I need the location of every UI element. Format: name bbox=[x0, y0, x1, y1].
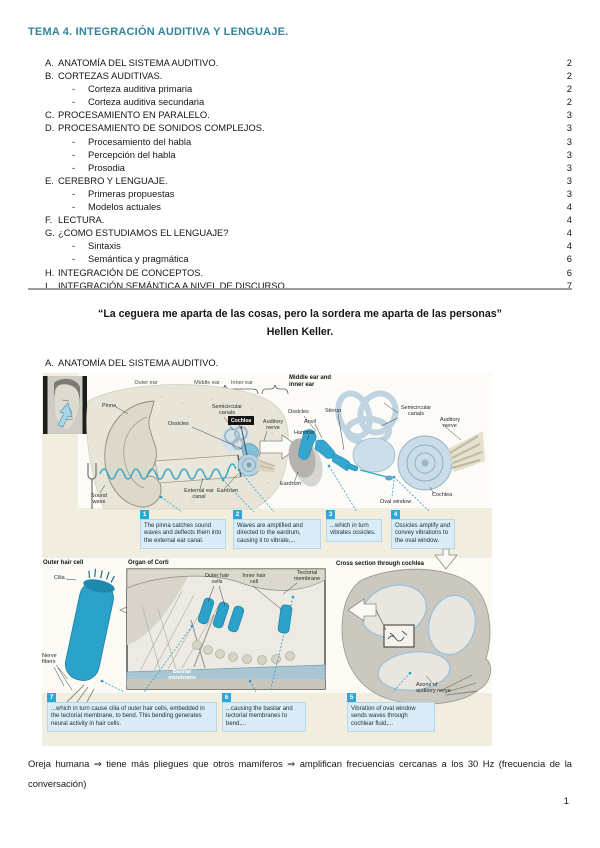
cochlea-tag-label: Cochlea bbox=[228, 416, 254, 425]
hair-cells-shapes bbox=[197, 597, 293, 634]
zoom-arrow-down bbox=[434, 548, 458, 570]
oval-window-label: Oval window bbox=[380, 499, 412, 505]
toc-item: G.¿COMO ESTUDIAMOS EL LENGUAJE?4 bbox=[45, 227, 572, 239]
nerve-fibers-label: Nerve fibers bbox=[42, 653, 57, 666]
toc-item: E.CEREBRO Y LENGUAJE.3 bbox=[45, 174, 572, 186]
inset-anvil-label: Anvil bbox=[304, 419, 316, 425]
step-number-badge: 2 bbox=[233, 510, 242, 519]
cochlea-cross-section bbox=[341, 548, 492, 705]
figure-step-1: 1 The pinna catches sound waves and defl… bbox=[140, 510, 226, 550]
step-number-badge: 4 bbox=[391, 510, 400, 519]
outer-hair-cells-label: Outer hair cells bbox=[204, 573, 230, 586]
cilia-label: Cilia bbox=[54, 575, 65, 581]
figure-step-3: 3 ...which in turn vibrates ossicles. bbox=[326, 510, 382, 542]
toc-item: H.INTEGRACIÓN DE CONCEPTOS.6 bbox=[45, 266, 572, 278]
tectorial-membrane-label: Tectorial membrane bbox=[293, 570, 321, 583]
auditory-nerve-label: Auditory nerve bbox=[262, 419, 284, 432]
ossicles-inset-shape bbox=[298, 429, 359, 472]
step-leader-lines-bottom bbox=[101, 596, 411, 693]
organ-of-corti-panel bbox=[126, 568, 326, 690]
table-of-contents: A.ANATOMÍA DEL SISTEMA AUDITIVO.2 B.CORT… bbox=[28, 57, 572, 293]
quote-block: “La ceguera me aparta de las cosas, pero… bbox=[20, 305, 580, 341]
outer-hair-cell-title: Outer hair cell bbox=[43, 560, 84, 566]
inset-middle-inner-ear bbox=[288, 390, 485, 495]
figure-step-2: 2 Waves are amplified and directed to th… bbox=[233, 510, 321, 550]
quote-text: “La ceguera me aparta de las cosas, pero… bbox=[98, 308, 502, 320]
tuning-fork-shape bbox=[87, 463, 97, 509]
page-title: TEMA 4. INTEGRACIÓN AUDITIVA Y LENGUAJE. bbox=[28, 26, 289, 38]
region-label-middle-ear: Middle ear bbox=[194, 380, 220, 386]
organ-of-corti-title: Organ of Corti bbox=[128, 560, 169, 566]
eardrum-label: Eardrum bbox=[217, 488, 239, 494]
axons-label: Axons of auditory nerve bbox=[416, 682, 451, 695]
semicircular-canals-label: Semicircular canals bbox=[211, 404, 243, 417]
toc-item: D.PROCESAMIENTO DE SONIDOS COMPLEJOS.3 bbox=[45, 122, 572, 134]
figure-step-5: 5 Vibration of oval window sends waves t… bbox=[347, 693, 435, 733]
toc-item: A.ANATOMÍA DEL SISTEMA AUDITIVO.2 bbox=[45, 57, 572, 68]
external-ear-canal-label: External ear canal bbox=[184, 488, 214, 501]
step-number-badge: 5 bbox=[347, 693, 356, 702]
tectorial-membrane-shape bbox=[126, 568, 326, 591]
quote-author: Hellen Keller. bbox=[266, 326, 334, 338]
toc-item: C.PROCESAMIENTO EN PARALELO.3 bbox=[45, 109, 572, 121]
cross-section-title: Cross section through cochlea bbox=[336, 561, 425, 567]
inset-stirrup-label: Stirrup bbox=[325, 408, 342, 414]
inset-title: Middle ear and inner ear bbox=[289, 375, 332, 388]
ossicles-label: Ossicles bbox=[168, 421, 189, 427]
figure-step-6: 6 ...causing the basilar and tectorial m… bbox=[222, 693, 306, 733]
toc-item: I.INTEGRACIÓN SEMÁNTICA A NIVEL DE DISCU… bbox=[45, 279, 572, 291]
inset-semicircular-label: Semicircular canals bbox=[400, 405, 432, 418]
face-photo-inset bbox=[43, 376, 87, 434]
inner-hair-cell-label: Inner hair cell bbox=[242, 573, 266, 586]
step-number-badge: 3 bbox=[326, 510, 335, 519]
auditory-system-artwork bbox=[42, 373, 492, 712]
figure-step-7: 7 ...which in turn cause cilia of outer … bbox=[47, 693, 217, 733]
inset-auditory-nerve-label: Auditory nerve bbox=[439, 417, 461, 430]
pinna-label: Pinna bbox=[102, 403, 117, 409]
page-number: 1 bbox=[563, 795, 569, 806]
toc-item: B.CORTEZAS AUDITIVAS.2 bbox=[45, 70, 572, 82]
step-number-badge: 1 bbox=[140, 510, 149, 519]
sound-wave-label: Sound wave bbox=[91, 493, 107, 506]
horizontal-rule bbox=[28, 288, 572, 290]
step-number-badge: 7 bbox=[47, 693, 56, 702]
section-heading-a: A. ANATOMÍA DEL SISTEMA AUDITIVO. bbox=[45, 357, 219, 368]
step-leader-lines-top bbox=[160, 465, 431, 513]
auditory-system-figure: Outer ear Middle ear Inner ear Pinna Oss… bbox=[42, 373, 492, 746]
zoom-arrow-left-corti bbox=[347, 598, 377, 622]
body-paragraph: Oreja humana ⇒ tiene más pliegues que ot… bbox=[28, 758, 572, 789]
step-number-badge: 6 bbox=[222, 693, 231, 702]
inset-eardrum-label: Eardrum bbox=[280, 481, 302, 487]
sound-wave-shape bbox=[99, 463, 237, 480]
ear-canal-shape bbox=[154, 454, 241, 484]
figure-step-4: 4 Ossicles amplify and convey vibrations… bbox=[391, 510, 455, 550]
pinna-shape bbox=[104, 400, 162, 508]
outer-hair-cell-shape bbox=[53, 568, 115, 712]
region-label-outer-ear: Outer ear bbox=[134, 380, 158, 386]
inset-cochlea-label: Cochlea bbox=[432, 492, 453, 498]
region-label-inner-ear: Inner ear bbox=[230, 380, 253, 386]
inset-ossicles-label: Ossicles bbox=[288, 409, 309, 415]
inset-hammer-label: Hammer bbox=[294, 430, 316, 436]
basilar-membrane-label: Basilar membrane bbox=[168, 669, 196, 682]
toc-item: F.LECTURA.4 bbox=[45, 214, 572, 226]
